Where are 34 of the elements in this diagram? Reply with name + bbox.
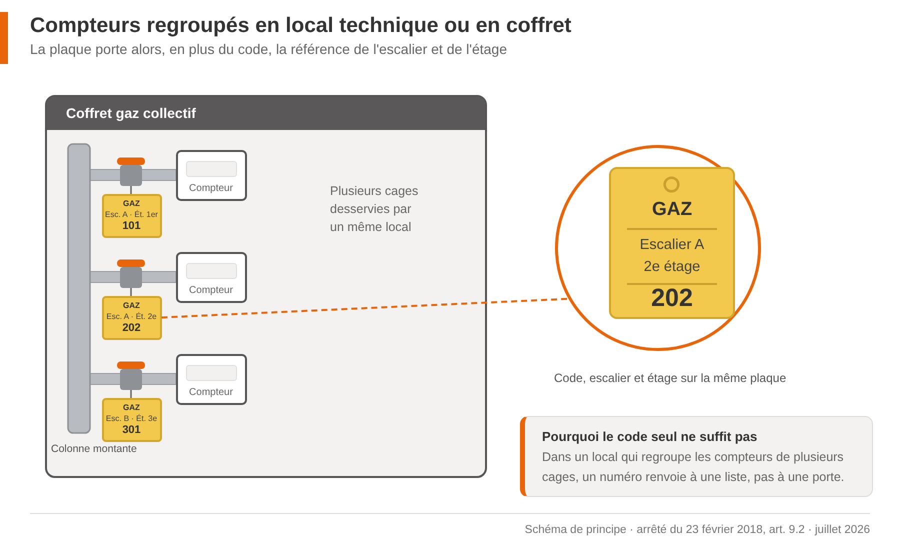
meter-label: Compteur — [189, 284, 233, 296]
gas-plate — [102, 296, 162, 340]
meter-box — [176, 252, 246, 302]
gas-plate — [102, 398, 162, 442]
meter-box — [176, 354, 246, 404]
zoom-circle — [555, 145, 761, 351]
plate-number: 301 — [122, 424, 141, 436]
plate-label: GAZ — [123, 402, 140, 412]
plate-label: GAZ — [123, 300, 140, 310]
footer-note: Schéma de principe · arrêté du 23 février 2018, art. 9.2 · juillet 2026 — [524, 523, 870, 538]
tag-location: Escalier A 2e étage — [638, 236, 706, 277]
plate-location: Esc. A · Ét. 1er — [105, 208, 158, 220]
box-title: Coffret gaz collectif — [47, 97, 485, 130]
plate-location: Esc. A · Ét. 2e — [106, 310, 157, 322]
page-title: Compteurs regroupés en local technique ou en coffret — [30, 13, 572, 39]
plate-number: 202 — [122, 322, 141, 334]
meter-label: Compteur — [189, 386, 233, 398]
meter-label: Compteur — [189, 182, 233, 194]
meter-box — [176, 150, 246, 200]
gas-plate — [102, 194, 162, 238]
zoom-caption: Code, escalier et étage sur la même plaque — [554, 371, 786, 386]
plate-number: 101 — [122, 220, 141, 232]
tag-number: 202 — [651, 284, 693, 312]
plate-location: Esc. B · Ét. 3e — [106, 412, 158, 424]
note-text: Dans un local qui regroupe les compteurs de plusieurs cages, un numéro renvoie à une liste, pas à une porte. — [542, 449, 846, 486]
pipe-label: Colonne montante — [51, 443, 137, 456]
side-note: Plusieurs cages desservies par un même local — [330, 183, 420, 236]
tag-label: GAZ — [652, 199, 692, 221]
note-title: Pourquoi le code seul ne suffit pas — [542, 429, 758, 445]
cabinet-box — [45, 95, 487, 478]
note-card — [520, 416, 873, 497]
subtitle: La plaque porte alors, en plus du code, la référence de l'escalier et de l'étage — [30, 40, 507, 58]
plate-label: GAZ — [123, 198, 140, 208]
gas-tag — [609, 167, 735, 319]
